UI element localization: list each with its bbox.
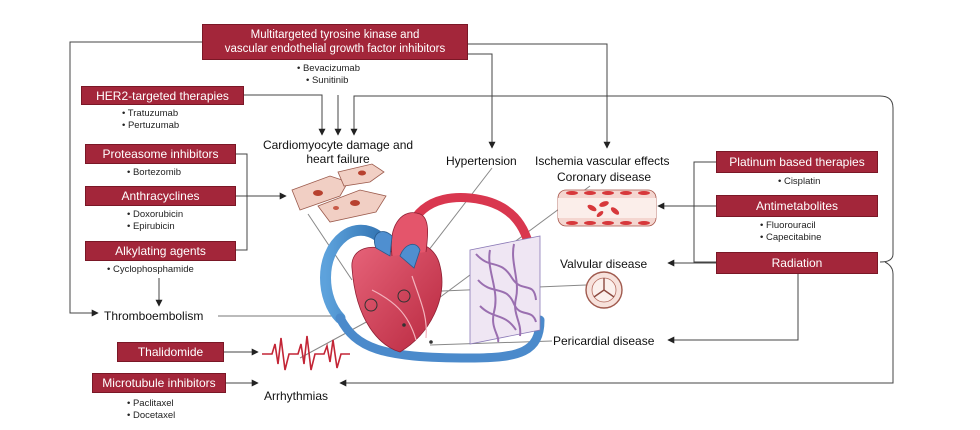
effect-cardiomyocyte-line1: Cardiomyocyte damage and xyxy=(262,138,414,152)
platinum-box: Platinum based therapies xyxy=(716,151,878,173)
multitargeted-box: Multitargeted tyrosine kinase and vascul… xyxy=(202,24,468,60)
thalidomide-box: Thalidomide xyxy=(117,342,224,362)
connector-right-bracket-cardiomyocyte xyxy=(350,95,880,136)
example-cisplatin: • Cisplatin xyxy=(778,176,821,187)
cardiomyocyte-illustration xyxy=(291,163,387,223)
right-bracket xyxy=(879,95,894,263)
example-bortezomib: • Bortezomib xyxy=(127,167,182,178)
effect-valvular: Valvular disease xyxy=(560,257,648,271)
example-epirubicin: • Epirubicin xyxy=(127,221,175,232)
effect-ischemia: Ischemia vascular effects xyxy=(535,154,670,168)
proteasome-box: Proteasome inhibitors xyxy=(85,144,236,164)
example-pertuzumab: • Pertuzumab xyxy=(122,120,180,131)
left-bracket xyxy=(236,153,248,251)
effect-arrhythmias: Arrhythmias xyxy=(264,389,329,403)
effect-hypertension: Hypertension xyxy=(446,154,517,168)
alkylating-box: Alkylating agents xyxy=(85,241,236,261)
example-cyclophosphamide: • Cyclophosphamide xyxy=(107,264,194,275)
effect-thromboembolism: Thromboembolism xyxy=(104,309,204,323)
example-sunitinib: • Sunitinib xyxy=(306,75,349,86)
connector-multitargeted-thromboembolism xyxy=(69,41,202,317)
connector-right-bracket-arrhythmias xyxy=(339,261,894,387)
connector-multitargeted-hypertension xyxy=(468,53,496,149)
example-capecitabine: • Capecitabine xyxy=(760,232,822,243)
effect-cardiomyocyte: Cardiomyocyte damage and heart failure xyxy=(250,138,426,166)
anthracyclines-box: Anthracyclines xyxy=(85,186,236,206)
multitargeted-label-line2: vascular endothelial growth factor inhib… xyxy=(224,43,446,55)
right-inner-bracket xyxy=(693,161,716,263)
vessel-illustration xyxy=(557,189,657,227)
connector-multitargeted-ischemia xyxy=(468,43,611,149)
connector-radiation-pericardial xyxy=(667,273,799,344)
radiation-box: Radiation xyxy=(716,252,878,274)
effect-pericardial: Pericardial disease xyxy=(553,334,655,348)
example-doxorubicin: • Doxorubicin xyxy=(127,209,184,220)
valve-illustration xyxy=(585,271,623,309)
example-paclitaxel: • Paclitaxel xyxy=(127,398,174,409)
her2-box: HER2-targeted therapies xyxy=(81,86,244,105)
example-bevacizumab: • Bevacizumab xyxy=(297,63,360,74)
microtubule-box: Microtubule inhibitors xyxy=(92,373,226,393)
connector-her2-cardiomyocyte xyxy=(244,94,326,136)
example-tratuzumab: • Tratuzumab xyxy=(122,108,179,119)
example-fluorouracil: • Fluorouracil xyxy=(760,220,816,231)
heart-illustration xyxy=(320,193,545,363)
pointer-arrhythmias xyxy=(299,319,371,359)
effect-coronary: Coronary disease xyxy=(557,170,652,184)
multitargeted-label-line1: Multitargeted tyrosine kinase and xyxy=(250,29,420,41)
example-docetaxel: • Docetaxel xyxy=(127,410,176,421)
ecg-trace xyxy=(262,335,350,371)
effect-cardiomyocyte-line2: heart failure xyxy=(306,152,370,166)
antimetabolites-box: Antimetabolites xyxy=(716,195,878,217)
